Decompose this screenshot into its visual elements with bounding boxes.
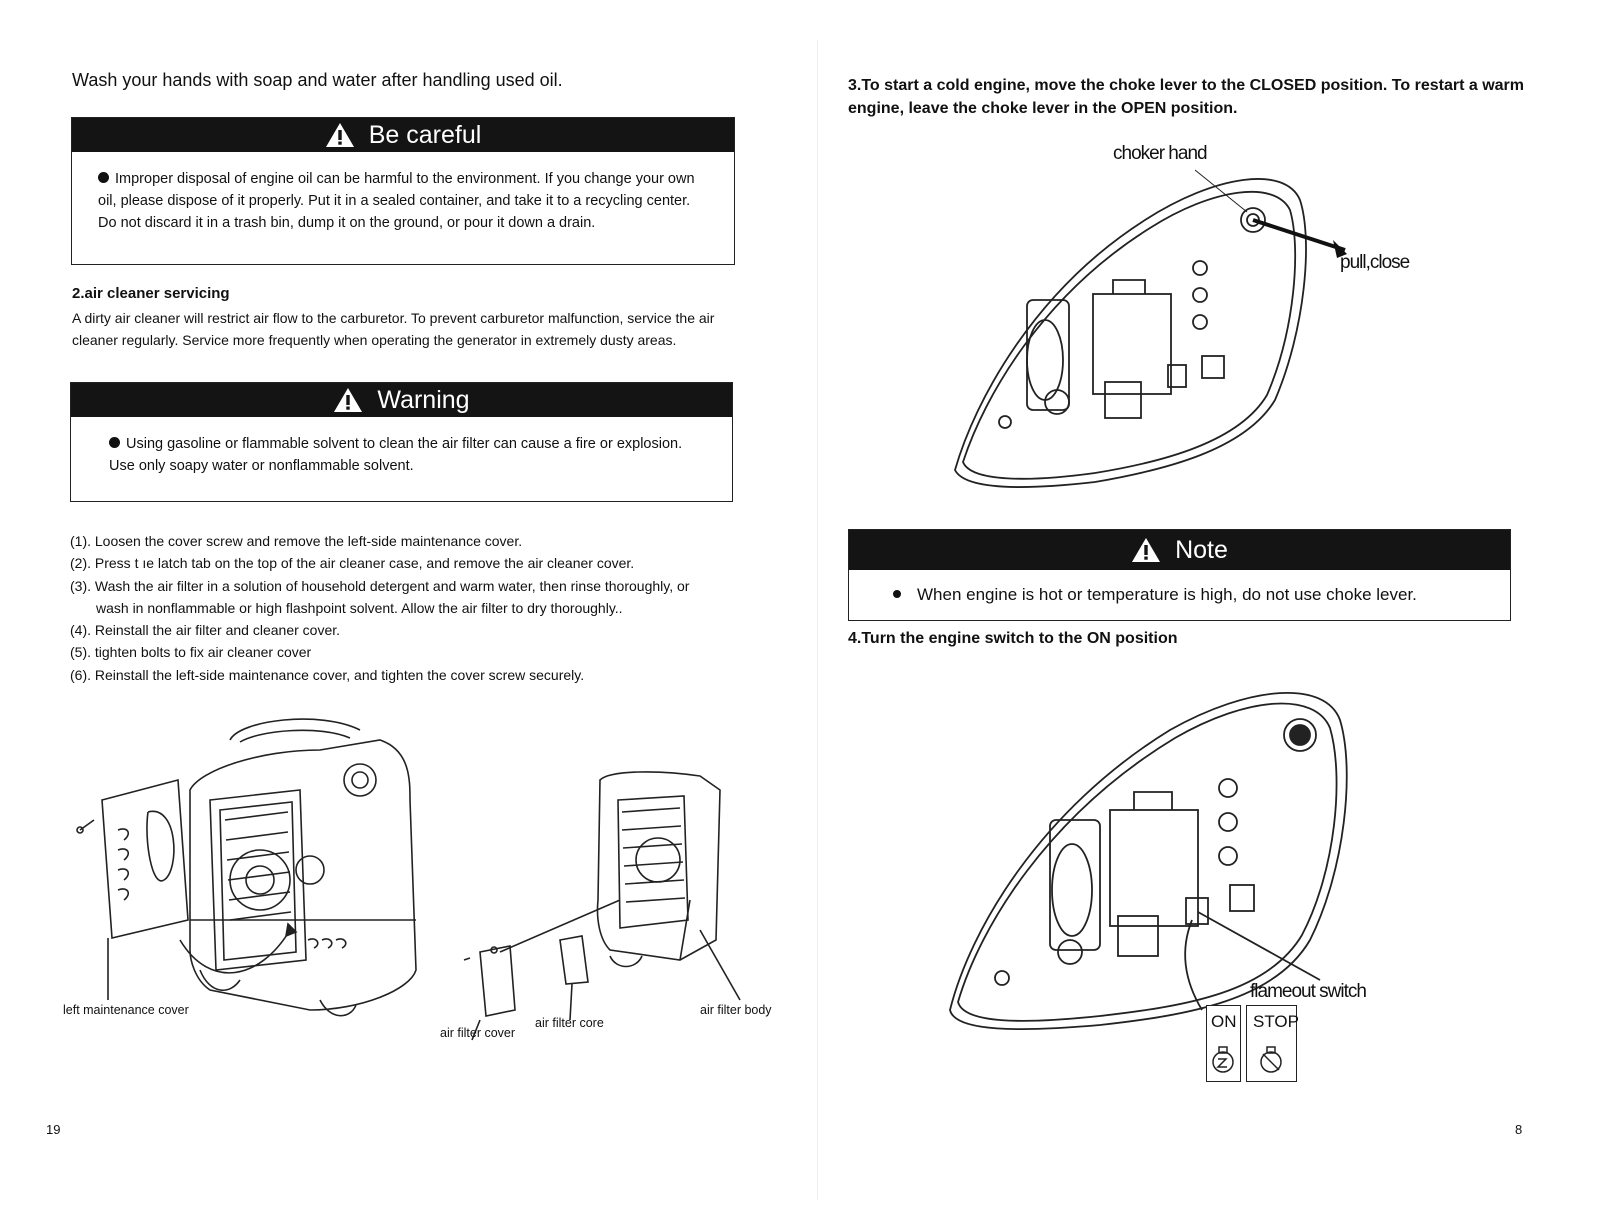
bullet-icon — [109, 437, 120, 448]
warning-triangle-icon — [334, 388, 363, 412]
label-flameout-switch: flameout switch — [1250, 981, 1367, 1002]
note-header: Note — [849, 530, 1510, 570]
warning-title: Warning — [377, 385, 470, 414]
intro-text: Wash your hands with soap and water afte… — [72, 70, 563, 90]
step-item: wash in nonflammable or high flashpoint … — [96, 599, 623, 616]
left-page: Wash your hands with soap and water afte… — [46, 70, 772, 1137]
step-item: (4). Reinstall the air filter and cleane… — [70, 622, 341, 639]
steps-list: (1). Loosen the cover screw and remove t… — [70, 530, 770, 686]
warning-header: Warning — [71, 383, 732, 417]
step-item: (6). Reinstall the left-side maintenance… — [70, 666, 585, 683]
switch-stop-box — [1246, 1005, 1297, 1082]
warning-box: Warning Using gasoline or flammable solv… — [70, 382, 733, 502]
air-cleaner-title: 2.air cleaner servicing — [72, 285, 230, 302]
note-body: When engine is hot or temperature is hig… — [849, 570, 1510, 606]
bullet-icon — [893, 590, 901, 598]
step-item: (3). Wash the air filter in a solution o… — [70, 577, 690, 594]
warning-body: Using gasoline or flammable solvent to c… — [71, 417, 732, 477]
control-panel-switch-illustration — [949, 691, 1348, 1031]
right-page: 3.To start a cold engine, move the choke… — [805, 0, 1610, 1213]
page-number-left: 19 — [46, 1122, 61, 1137]
air-cleaner-text: A dirty air cleaner will restrict air fl… — [72, 310, 715, 348]
warning-triangle-icon — [1132, 538, 1161, 562]
switch-stop-label: STOP — [1253, 1012, 1299, 1031]
control-panel-choke-illustration — [954, 169, 1347, 488]
step-item: (1). Loosen the cover screw and remove t… — [70, 533, 523, 549]
label-air-filter-body: air filter body — [700, 1003, 772, 1017]
label-air-filter-cover: air filter cover — [440, 1026, 516, 1040]
note-text: When engine is hot or temperature is hig… — [917, 585, 1417, 604]
be-careful-body: Improper disposal of engine oil can be h… — [72, 152, 734, 234]
label-air-filter-core: air filter core — [535, 1016, 604, 1030]
be-careful-box: Be careful Improper disposal of engine o… — [71, 117, 735, 265]
be-careful-title: Be careful — [368, 120, 482, 149]
be-careful-text: Improper disposal of engine oil can be h… — [98, 171, 695, 231]
switch-on-box — [1206, 1005, 1241, 1082]
engine-stop-icon — [1260, 1046, 1282, 1073]
warning-line-1: Using gasoline or flammable solvent to c… — [126, 436, 683, 452]
label-left-maintenance-cover: left maintenance cover — [63, 1003, 189, 1017]
engine-on-icon — [1212, 1046, 1234, 1073]
step4-text: 4.Turn the engine switch to the ON posit… — [848, 630, 1178, 647]
note-box: Note When engine is hot or temperature i… — [848, 529, 1511, 621]
step-item: (5). tighten bolts to fix air cleaner co… — [70, 644, 312, 661]
step-item: (2). Press t ıe latch tab on the top of … — [70, 555, 635, 572]
note-title: Note — [1175, 535, 1228, 564]
warning-triangle-icon — [325, 123, 354, 147]
label-pull-close: pull,close — [1340, 252, 1410, 273]
page-fold — [817, 40, 818, 1200]
page-number-right: 8 — [1515, 1122, 1523, 1137]
warning-line-2: Use only soapy water or nonflammable sol… — [109, 458, 414, 474]
generator-illustration — [76, 718, 741, 1041]
label-choker-hand: choker hand — [1113, 143, 1208, 164]
step3-text: 3.To start a cold engine, move the choke… — [848, 77, 1524, 117]
be-careful-header: Be careful — [72, 118, 734, 152]
switch-on-label: ON — [1211, 1012, 1237, 1031]
bullet-icon — [98, 172, 109, 183]
